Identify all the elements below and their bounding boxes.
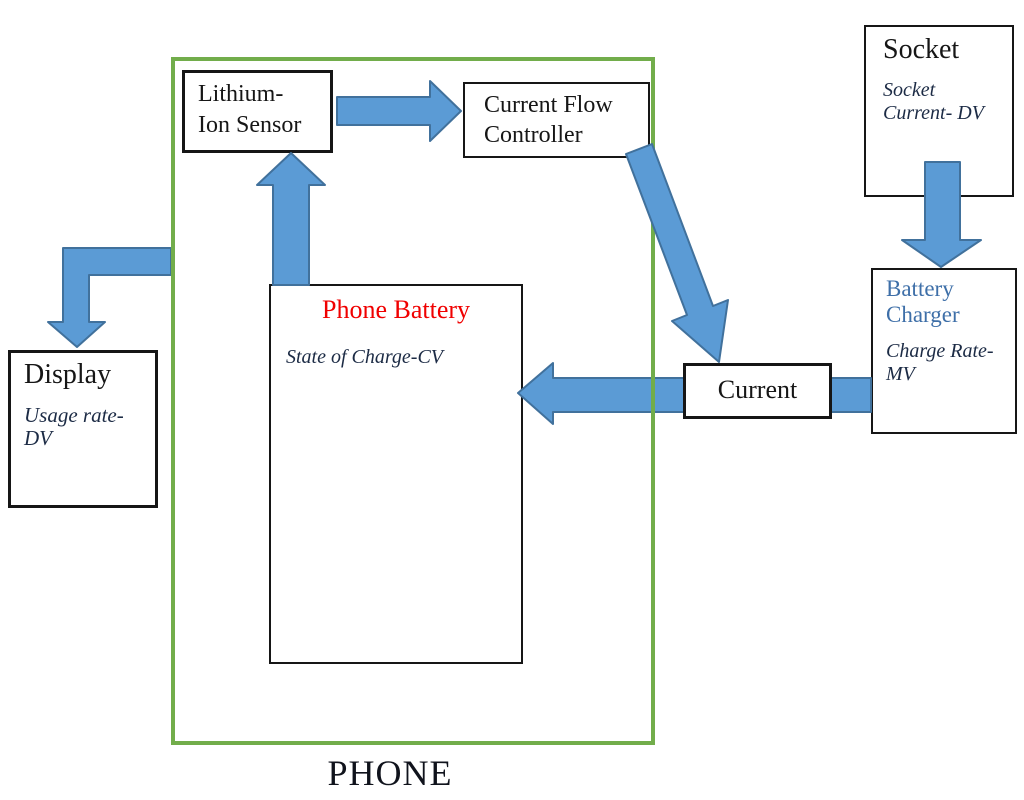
lithium-ion-sensor-title: Lithium- Ion Sensor (198, 81, 302, 139)
phone-boundary (171, 57, 655, 745)
box-current-flow-controller: Current Flow Controller (463, 82, 650, 158)
arrow-phone-to-display (47, 247, 172, 348)
current-label: Current (717, 375, 798, 404)
box-battery-charger: Battery Charger Charge Rate- MV (871, 268, 1017, 434)
box-lithium-ion-sensor: Lithium- Ion Sensor (182, 70, 333, 153)
box-current: Current (683, 363, 832, 419)
socket-variable-label: Socket Current- DV (883, 79, 984, 124)
display-title: Display (24, 359, 112, 390)
box-phone-battery: Phone Battery State of Charge-CV (269, 284, 523, 664)
phone-battery-variable-label: State of Charge-CV (286, 346, 444, 368)
box-socket: Socket Socket Current- DV (864, 25, 1014, 197)
battery-charger-variable-label: Charge Rate- MV (886, 339, 994, 385)
phone-caption: PHONE (327, 753, 453, 793)
socket-title: Socket (883, 34, 960, 65)
current-flow-controller-title: Current Flow Controller (484, 92, 613, 148)
battery-charger-title: Battery Charger (886, 276, 960, 328)
display-variable-label: Usage rate- DV (24, 403, 124, 451)
phone-battery-title: Phone Battery (321, 295, 471, 324)
box-display: Display Usage rate- DV (8, 350, 158, 508)
